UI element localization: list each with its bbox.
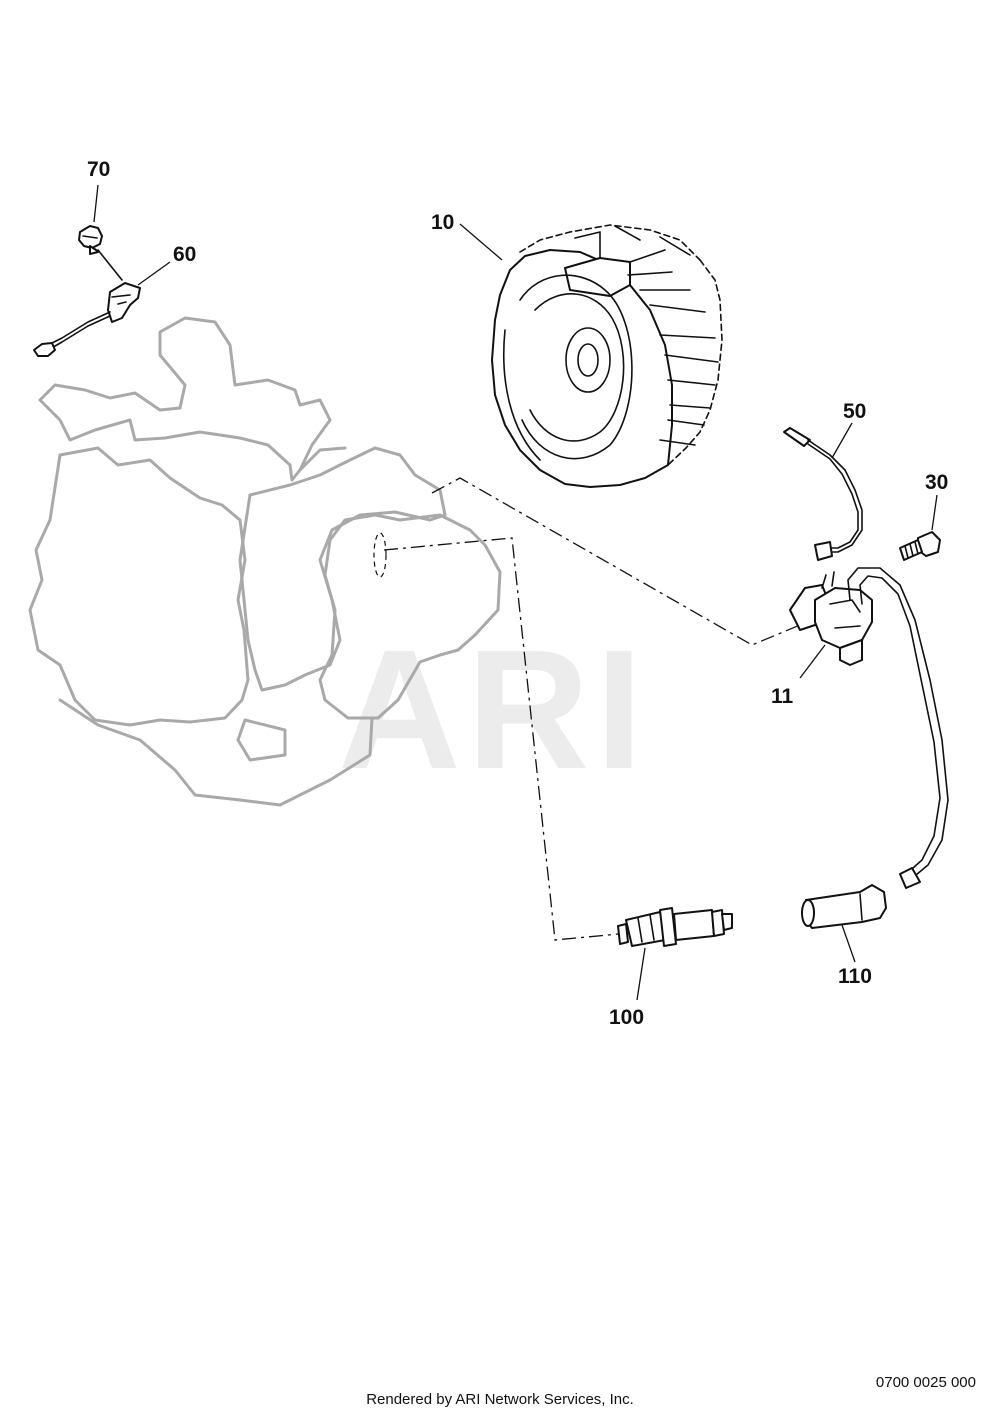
- spark-plug-hole: [373, 532, 387, 578]
- leader-70: [93, 184, 99, 223]
- callout-60[interactable]: 60: [173, 243, 196, 266]
- callout-10[interactable]: 10: [431, 211, 454, 234]
- callout-70[interactable]: 70: [87, 158, 110, 181]
- callout-100[interactable]: 100: [609, 1006, 644, 1029]
- ht-lead-part[interactable]: [847, 567, 949, 889]
- leader-60: [137, 261, 171, 286]
- leader-11: [799, 644, 826, 679]
- callout-11[interactable]: 11: [771, 685, 794, 708]
- callout-110[interactable]: 110: [838, 965, 872, 988]
- wire-lead-part[interactable]: [783, 427, 863, 561]
- rendered-by-credit: Rendered by ARI Network Services, Inc.: [366, 1391, 634, 1408]
- spark-plug-part[interactable]: [617, 907, 733, 947]
- leader-100: [636, 947, 646, 1001]
- leader-50: [831, 422, 853, 459]
- leader-110: [841, 924, 856, 963]
- leader-10: [459, 223, 503, 261]
- coil-to-engine-line: [431, 477, 801, 646]
- leader-30: [931, 494, 938, 531]
- coil-screw-part[interactable]: [899, 531, 941, 561]
- spark-plug-boot-part[interactable]: [801, 884, 887, 929]
- flywheel-part[interactable]: [491, 224, 723, 488]
- spark-plug-to-engine-line: [383, 537, 641, 941]
- callout-30[interactable]: 30: [925, 471, 948, 494]
- ari-watermark: ARI: [338, 615, 649, 805]
- ground-wire-part[interactable]: [33, 249, 141, 357]
- callout-50[interactable]: 50: [843, 400, 866, 423]
- diagram-code: 0700 0025 000: [876, 1374, 976, 1391]
- screw-part[interactable]: [78, 225, 103, 255]
- engine-phantom-outline: [28, 316, 502, 807]
- ignition-coil-part[interactable]: [789, 571, 873, 666]
